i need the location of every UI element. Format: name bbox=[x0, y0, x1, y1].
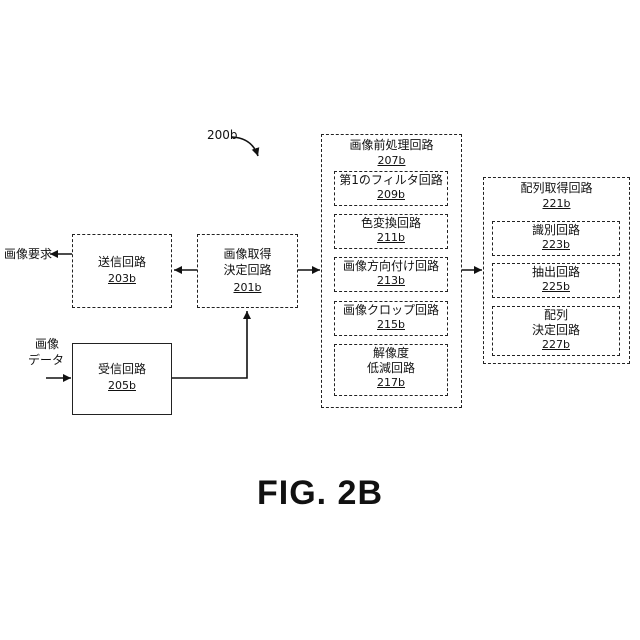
acquire-decision-circuit-block: 画像取得 決定回路 201b bbox=[197, 234, 298, 308]
color-conversion-circuit-label: 色変換回路 bbox=[335, 215, 447, 231]
array-decision-label-line2: 決定回路 bbox=[493, 323, 619, 338]
identification-circuit-ref: 223b bbox=[493, 238, 619, 251]
first-filter-circuit-label: 第1のフィルタ回路 bbox=[335, 172, 447, 188]
receive-circuit-ref: 205b bbox=[73, 379, 171, 392]
identification-circuit-label: 識別回路 bbox=[493, 222, 619, 238]
arrow-receive-to-acquire bbox=[172, 311, 247, 378]
preprocess-circuit-ref: 207b bbox=[322, 154, 461, 167]
figure-ref-label: 200b bbox=[207, 128, 238, 143]
identification-circuit-block: 識別回路 223b bbox=[492, 221, 620, 256]
first-filter-circuit-block: 第1のフィルタ回路 209b bbox=[334, 171, 448, 206]
first-filter-circuit-ref: 209b bbox=[335, 188, 447, 201]
image-data-label-line1: 画像 bbox=[35, 337, 59, 352]
color-conversion-circuit-block: 色変換回路 211b bbox=[334, 214, 448, 249]
image-request-label: 画像要求 bbox=[4, 247, 52, 262]
receive-circuit-label: 受信回路 bbox=[73, 362, 171, 377]
orientation-circuit-block: 画像方向付け回路 213b bbox=[334, 257, 448, 292]
preprocess-circuit-block: 画像前処理回路 207b 第1のフィルタ回路 209b 色変換回路 211b 画… bbox=[321, 134, 462, 408]
transmit-circuit-ref: 203b bbox=[73, 272, 171, 285]
resolution-reduction-ref: 217b bbox=[335, 376, 447, 389]
crop-circuit-label: 画像クロップ回路 bbox=[335, 302, 447, 318]
orientation-circuit-ref: 213b bbox=[335, 274, 447, 287]
resolution-reduction-label-line1: 解像度 bbox=[335, 345, 447, 361]
crop-circuit-ref: 215b bbox=[335, 318, 447, 331]
preprocess-circuit-label: 画像前処理回路 bbox=[322, 138, 461, 153]
image-data-label-line2: データ bbox=[28, 353, 64, 368]
extraction-circuit-block: 抽出回路 225b bbox=[492, 263, 620, 298]
array-acquisition-circuit-block: 配列取得回路 221b 識別回路 223b 抽出回路 225b 配列 決定回路 … bbox=[483, 177, 630, 364]
transmit-circuit-block: 送信回路 203b bbox=[72, 234, 172, 308]
array-decision-label-line1: 配列 bbox=[493, 307, 619, 323]
extraction-circuit-label: 抽出回路 bbox=[493, 264, 619, 280]
array-acquisition-label: 配列取得回路 bbox=[484, 181, 629, 196]
acquire-decision-label-line2: 決定回路 bbox=[198, 263, 297, 278]
resolution-reduction-circuit-block: 解像度 低減回路 217b bbox=[334, 344, 448, 396]
acquire-decision-label-line1: 画像取得 bbox=[198, 247, 297, 262]
array-decision-ref: 227b bbox=[493, 338, 619, 351]
array-decision-circuit-block: 配列 決定回路 227b bbox=[492, 306, 620, 356]
crop-circuit-block: 画像クロップ回路 215b bbox=[334, 301, 448, 336]
extraction-circuit-ref: 225b bbox=[493, 280, 619, 293]
resolution-reduction-label-line2: 低減回路 bbox=[335, 361, 447, 376]
color-conversion-circuit-ref: 211b bbox=[335, 231, 447, 244]
transmit-circuit-label: 送信回路 bbox=[73, 255, 171, 270]
receive-circuit-block: 受信回路 205b bbox=[72, 343, 172, 415]
acquire-decision-ref: 201b bbox=[198, 281, 297, 294]
array-acquisition-ref: 221b bbox=[484, 197, 629, 210]
figure-caption: FIG. 2B bbox=[0, 474, 640, 513]
orientation-circuit-label: 画像方向付け回路 bbox=[335, 258, 447, 274]
